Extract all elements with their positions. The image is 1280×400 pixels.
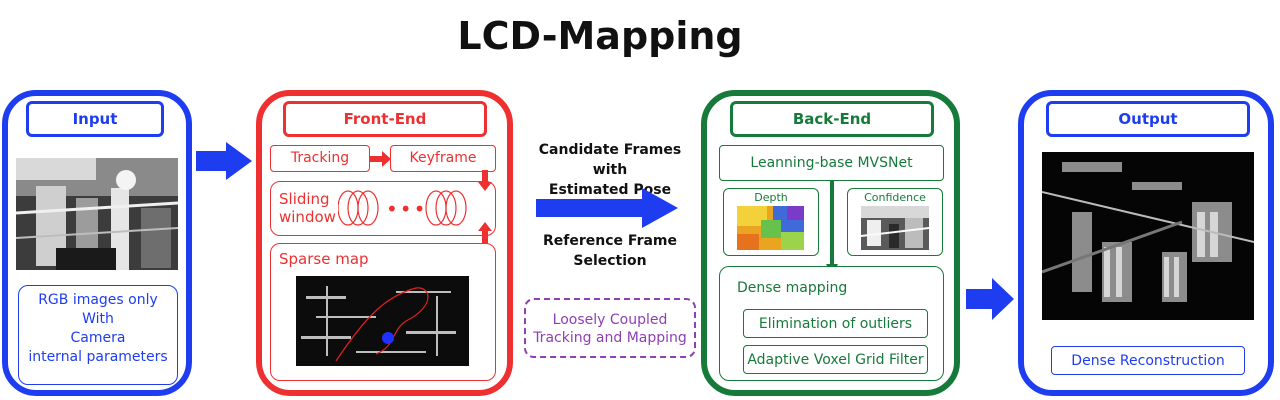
loosely-coupled-label: Loosely Coupled Tracking and Mapping	[524, 311, 696, 347]
sliding-window-line: window	[279, 208, 336, 226]
confidence-label: Confidence	[864, 191, 926, 204]
keyframe-to-window-arrow	[478, 170, 492, 191]
backend-to-output-arrow	[966, 278, 1014, 320]
sliding-window-label: Sliding window	[279, 190, 336, 226]
dense-mapping-label: Dense mapping	[737, 280, 848, 296]
input-description-line: internal parameters	[28, 349, 168, 365]
dense-reconstruction-label: Dense Reconstruction	[1071, 353, 1225, 369]
sparse-map-image	[296, 276, 469, 366]
sliding-window-dots: •••	[386, 197, 428, 221]
mvsnet-label: Leanning-base MVSNet	[750, 155, 913, 171]
frontend-to-backend-arrow	[536, 188, 678, 228]
elimination-box	[743, 309, 928, 338]
voxel-filter-label: Adaptive Voxel Grid Filter	[747, 352, 924, 368]
input-description: RGB images only With Camera internal par…	[18, 291, 178, 367]
input-description-line: With	[82, 311, 114, 327]
depth-image	[737, 206, 804, 250]
keyframe-box: Keyframe	[390, 145, 496, 172]
sparse-map-label: Sparse map	[279, 250, 369, 268]
tracking-box: Tracking	[270, 145, 370, 172]
input-description-line: Camera	[70, 330, 126, 346]
sliding-window-line: Sliding	[279, 190, 330, 208]
sliding-window-frames	[338, 190, 467, 226]
input-camera-image	[16, 158, 178, 270]
reference-frame-label: Reference Frame Selection	[520, 231, 700, 271]
diagram-title: LCD-Mapping	[457, 14, 743, 58]
elimination-label: Elimination of outliers	[758, 316, 913, 332]
back-end-header: Back-End	[730, 101, 934, 137]
tracking-label: Tracking	[290, 150, 350, 166]
output-reconstruction-image	[1042, 152, 1254, 320]
input-description-line: RGB images only	[38, 292, 158, 308]
loosely-coupled-line: Tracking and Mapping	[533, 330, 687, 346]
input-to-frontend-arrow	[196, 142, 252, 180]
confidence-image	[861, 206, 929, 250]
reference-frame-line: Selection	[573, 253, 647, 269]
tracking-to-keyframe-arrow	[370, 151, 391, 167]
input-description-box	[18, 285, 178, 385]
dense-reconstruction-box	[1051, 346, 1245, 375]
sliding-window-box	[270, 181, 496, 236]
front-end-header: Front-End	[283, 101, 487, 137]
output-header: Output	[1046, 101, 1250, 137]
keyframe-label: Keyframe	[409, 150, 477, 166]
candidate-frames-line: Candidate Frames with	[538, 142, 682, 178]
input-header: Input	[26, 101, 164, 137]
reference-frame-line: Reference Frame	[543, 233, 677, 249]
candidate-frames-label: Candidate Frames with Estimated Pose	[520, 140, 700, 200]
candidate-frames-line: Estimated Pose	[548, 182, 672, 198]
mvsnet-to-dense-arrow	[826, 180, 838, 275]
loosely-coupled-box	[524, 298, 696, 358]
loosely-coupled-line: Loosely Coupled	[552, 312, 668, 328]
depth-label: Depth	[754, 191, 788, 204]
voxel-filter-box	[743, 345, 928, 374]
